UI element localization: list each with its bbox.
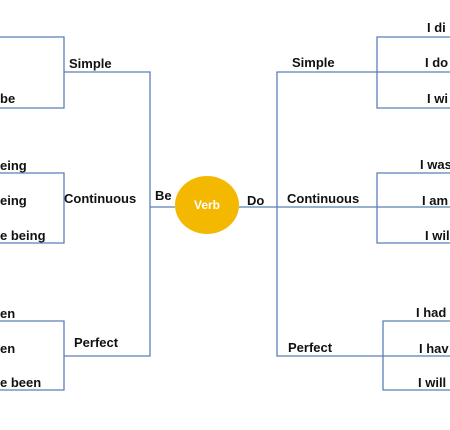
left-perfect-label: Perfect <box>74 335 119 350</box>
left-simple-leaf: be <box>0 91 16 106</box>
verb-node: Verb <box>175 176 239 234</box>
right-perfect-label: Perfect <box>288 340 333 355</box>
left-perfect-bracket <box>0 320 65 391</box>
left-continuous-leaf: e being <box>0 228 46 243</box>
right-continuous-leaf: I was <box>420 157 450 172</box>
right-continuous-label: Continuous <box>287 191 360 206</box>
right-continuous-leaf: I am <box>422 193 449 208</box>
left-perfect-leaf: e been <box>0 375 42 390</box>
right-perfect-leaf: I hav <box>419 341 449 356</box>
do-branch-label: Do <box>247 193 265 208</box>
right-spine <box>276 71 383 357</box>
right-continuous-bracket <box>376 172 450 244</box>
right-perfect-leaf: I will <box>418 375 447 390</box>
left-continuous-bracket <box>0 172 65 244</box>
left-simple-label: Simple <box>69 56 112 71</box>
right-continuous-leaf: I wil <box>425 228 450 243</box>
right-simple-leaf: I di <box>427 20 446 35</box>
left-continuous-leaf: eing <box>0 193 27 208</box>
right-perfect-leaf: I had <box>416 305 447 320</box>
left-perfect-leaf: en <box>0 341 16 356</box>
verb-label: Verb <box>193 198 220 212</box>
right-simple-leaf: I wi <box>427 91 448 106</box>
be-branch-label: Be <box>155 188 172 203</box>
left-continuous-leaf: eing <box>0 158 27 173</box>
left-simple-bracket <box>0 36 65 109</box>
right-simple-leaf: I do <box>425 55 449 70</box>
right-simple-label: Simple <box>292 55 335 70</box>
left-spine <box>64 71 151 357</box>
left-perfect-leaf: en <box>0 306 16 321</box>
left-continuous-label: Continuous <box>64 191 137 206</box>
